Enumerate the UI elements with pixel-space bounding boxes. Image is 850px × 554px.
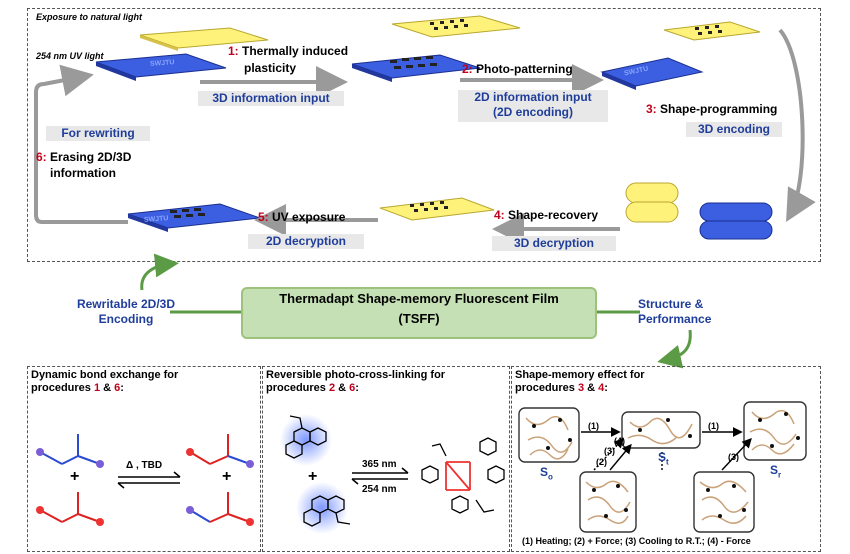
structure-label-b: Performance <box>638 312 712 326</box>
step-label-2: (2) <box>596 457 607 467</box>
rewritable-label-b: Encoding <box>98 312 154 326</box>
state-sr: Sr <box>770 463 782 480</box>
badge-3d-encoding: 3D encoding <box>686 122 782 137</box>
step-label-3: (3) <box>604 446 615 456</box>
step2-label: 2: Photo-patterning <box>462 62 573 76</box>
panel2-title: Reversible photo-cross-linking for proce… <box>266 369 445 395</box>
anthracene-molecules <box>280 414 351 534</box>
panel2-plus: + <box>308 468 318 485</box>
panel1-plus-left: + <box>70 468 80 485</box>
film-yellow-1 <box>139 27 269 51</box>
rewritable-label-a: Rewritable 2D/3D <box>76 297 176 311</box>
workflow-panel <box>27 8 821 262</box>
arrow-step3 <box>778 28 816 222</box>
film-yellow-rolled <box>625 182 679 223</box>
panel1-title-b: procedures 1 & 6: <box>31 382 124 394</box>
step3-text: Shape-programming <box>660 102 778 116</box>
panel2-title-a: Reversible photo-cross-linking for <box>266 369 446 381</box>
panel2-title-b: procedures 2 & 6: <box>266 382 359 394</box>
ester-molecules <box>36 434 254 526</box>
step4-number: 4: <box>494 208 505 222</box>
film-blue-2 <box>351 54 481 82</box>
panel-dynamic-bond <box>27 366 261 552</box>
step1-number: 1: <box>228 44 239 58</box>
step2-number: 2: <box>462 62 473 76</box>
pattern-dots <box>170 19 722 218</box>
badge-2d-input: 2D information input (2D encoding) <box>458 90 608 122</box>
green-arrow-down <box>657 329 692 369</box>
step6-label: 6: Erasing 2D/3D <box>36 150 131 164</box>
step6-number: 6: <box>36 150 47 164</box>
film-blue-3 <box>600 57 704 90</box>
badge-2d-input-a: 2D information input <box>474 90 592 104</box>
badge-2d-input-b: (2D encoding) <box>493 105 573 119</box>
step3-label: 3: Shape-programming <box>646 102 777 116</box>
equilibrium-arrows-2 <box>351 467 409 485</box>
state-so: So <box>540 465 553 482</box>
equilibrium-arrows-1 <box>117 471 181 489</box>
panel3-title-b: procedures 3 & 4: <box>515 382 608 394</box>
film-blue-1 <box>95 53 227 81</box>
panel1-title-a: Dynamic bond exchange for <box>31 369 179 381</box>
step6-text-b: information <box>50 166 116 180</box>
step4-label: 4: Shape-recovery <box>494 208 598 222</box>
panel2-forward-wavelength: 365 nm <box>362 459 397 470</box>
structure-label-a: Structure & <box>638 297 704 311</box>
panel3-title: Shape-memory effect for procedures 3 & 4… <box>515 369 645 395</box>
step5-label: 5: UV exposure <box>258 210 345 224</box>
step5-number: 5: <box>258 210 269 224</box>
step-label-3b: (3) <box>728 452 739 462</box>
tsff-title-a: Thermadapt Shape-memory Fluorescent Film <box>279 291 559 306</box>
structure-label: Structure & Performance <box>638 297 742 327</box>
dimer-molecule <box>421 437 505 514</box>
badge-3d-input: 3D information input <box>198 91 344 106</box>
uv-254-label: 254 nm UV light <box>36 51 104 61</box>
step5-text: UV exposure <box>272 210 346 224</box>
step3-number: 3: <box>646 102 657 116</box>
green-arrow-up <box>140 253 179 291</box>
panel1-title: Dynamic bond exchange for procedures 1 &… <box>31 369 178 395</box>
panel1-plus-right: + <box>222 468 232 485</box>
badge-2d-decryption: 2D decryption <box>248 234 364 249</box>
badge-3d-decryption: 3D decryption <box>492 236 616 251</box>
film-blue-rolled <box>699 202 773 240</box>
step6-text-a: Erasing 2D/3D <box>50 150 132 164</box>
step-label-1b: (1) <box>708 421 719 431</box>
badge-for-rewriting: For rewriting <box>46 126 150 141</box>
state-st: St <box>658 450 669 467</box>
panel2-backward-wavelength: 254 nm <box>362 484 397 495</box>
arrow-step6 <box>34 64 128 224</box>
step1-text-b: plasticity <box>244 61 297 75</box>
shape-memory-diagram <box>518 401 807 533</box>
step2-text: Photo-patterning <box>476 62 573 76</box>
exposure-natural-label: Exposure to natural light <box>36 12 143 22</box>
step1-text-a: Thermally induced <box>242 44 349 58</box>
step-label-1: (1) <box>588 421 599 431</box>
tsff-title-box: Thermadapt Shape-memory Fluorescent Film… <box>241 287 597 339</box>
step4-text: Shape-recovery <box>508 208 599 222</box>
panel1-conditions: Δ , TBD <box>126 460 163 471</box>
rewritable-label: Rewritable 2D/3D Encoding <box>70 297 182 327</box>
panel-photo-crosslink <box>262 366 510 552</box>
tsff-title-b: (TSFF) <box>398 311 440 326</box>
step-label-4: (4) <box>614 436 625 446</box>
procedure-legend: (1) Heating; (2) + Force; (3) Cooling to… <box>522 536 751 546</box>
panel3-title-a: Shape-memory effect for <box>515 369 645 381</box>
step1-label: 1: Thermally induced <box>228 44 348 58</box>
panel-shape-memory <box>511 366 821 552</box>
